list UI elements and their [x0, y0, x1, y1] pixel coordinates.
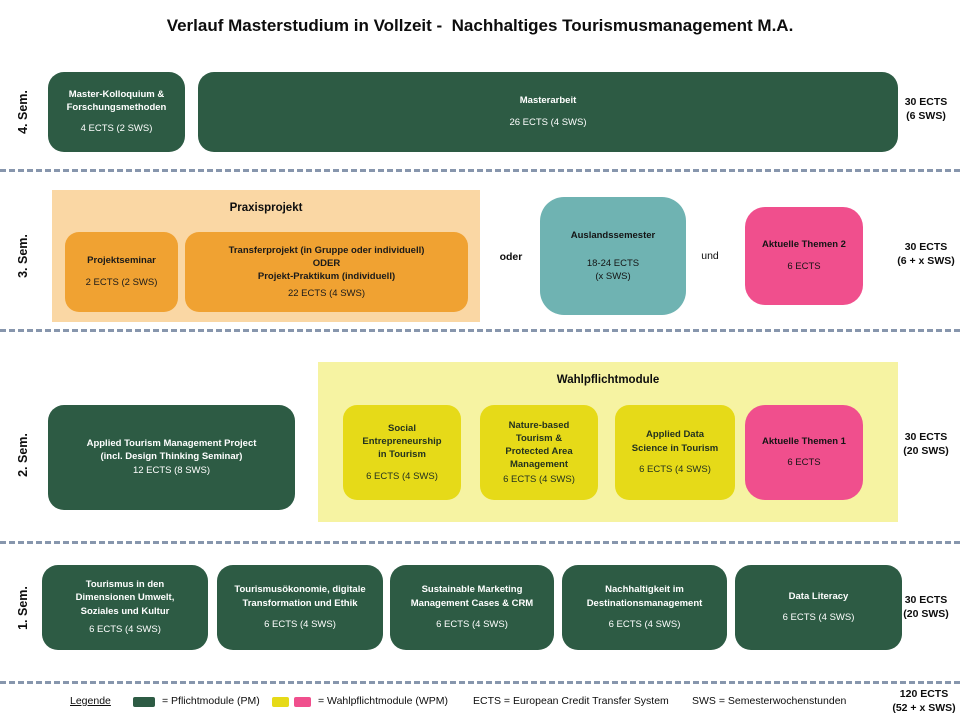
module-ects: 6 ECTS	[787, 260, 821, 272]
module-title: Applied Tourism Management Project (incl…	[86, 437, 257, 463]
connector-und: und	[701, 250, 719, 262]
module-ects: 6 ECTS (4 SWS)	[89, 624, 161, 636]
semester-3-total: 30 ECTS (6 + x SWS)	[897, 241, 955, 268]
semester-label-3: 3. Sem.	[4, 195, 42, 317]
module-box-social-entrepreneurship: Social Entrepreneurship in Tourism 6 ECT…	[343, 405, 461, 500]
module-box-applied-data-science: Applied Data Science in Tourism 6 ECTS (…	[615, 405, 735, 500]
semester-4-total: 30 ECTS (6 SWS)	[904, 96, 948, 123]
module-ects: 26 ECTS (4 SWS)	[509, 116, 587, 128]
module-ects: 18-24 ECTS (x SWS)	[586, 257, 640, 282]
praxisprojekt-group-title: Praxisprojekt	[229, 202, 303, 214]
module-box-aktuelle-themen-2: Aktuelle Themen 2 6 ECTS	[745, 207, 863, 305]
module-title: Masterarbeit	[519, 95, 577, 107]
module-ects: 2 ECTS (2 SWS)	[85, 276, 158, 288]
semester-2-total: 30 ECTS (20 SWS)	[903, 431, 949, 458]
legend-wahlpflichtmodule: = Wahlpflichtmodule (WPM)	[318, 695, 449, 707]
module-box-tourismus-dimensionen: Tourismus in den Dimensionen Umwelt, Soz…	[42, 565, 208, 650]
divider-sem2-sem1	[0, 541, 960, 544]
module-ects: 6 ECTS (4 SWS)	[782, 612, 855, 624]
divider-sem4-sem3	[0, 169, 960, 172]
module-box-applied-tourism-project: Applied Tourism Management Project (incl…	[48, 405, 295, 510]
page-title: Verlauf Masterstudium in Vollzeit - Nach…	[166, 16, 794, 35]
wahlpflicht-pink-swatch	[294, 697, 311, 707]
wahlpflicht-group-title: Wahlpflichtmodule	[556, 374, 660, 386]
module-box-projektseminar: Projektseminar 2 ECTS (2 SWS)	[65, 232, 178, 312]
module-title: Transferprojekt (in Gruppe oder individu…	[228, 244, 425, 283]
divider-sem3-sem2	[0, 329, 960, 332]
module-ects: 12 ECTS (8 SWS)	[132, 465, 211, 477]
module-box-nature-based-tourism: Nature-based Tourism & Protected Area Ma…	[480, 405, 598, 500]
module-ects: 6 ECTS (4 SWS)	[639, 463, 711, 475]
module-box-masterarbeit: Masterarbeit 26 ECTS (4 SWS)	[198, 72, 898, 152]
module-box-tourismusoekonomie: Tourismusökonomie, digitale Transformati…	[217, 565, 383, 650]
semester-label-1: 1. Sem.	[4, 565, 42, 650]
module-title: Nachhaltigkeit im Destinationsmanagement	[586, 584, 703, 609]
divider-legend	[0, 681, 960, 684]
module-title: Projektseminar	[87, 255, 156, 267]
module-box-auslandssemester: Auslandssemester 18-24 ECTS (x SWS)	[540, 197, 686, 315]
pflichtmodule-swatch	[133, 697, 155, 707]
module-ects: 6 ECTS (4 SWS)	[503, 473, 575, 485]
semester-label-4: 4. Sem.	[4, 72, 42, 152]
semester-label-4-text: 4. Sem.	[16, 90, 30, 134]
semester-1-total: 30 ECTS (20 SWS)	[903, 594, 949, 621]
module-title: Sustainable Marketing Management Cases &…	[410, 584, 534, 609]
module-ects: 6 ECTS (4 SWS)	[264, 618, 336, 630]
semester-label-2-text: 2. Sem.	[16, 433, 30, 477]
module-box-master-kolloquium: Master-Kolloquium & Forschungsmethoden 4…	[48, 72, 185, 152]
semester-label-3-text: 3. Sem.	[16, 234, 30, 278]
module-title: Auslandssemester	[570, 229, 656, 241]
module-title: Data Literacy	[788, 590, 849, 602]
module-title: Master-Kolloquium & Forschungsmethoden	[66, 88, 167, 114]
module-ects: 6 ECTS (4 SWS)	[366, 470, 438, 482]
legend-title: Legende	[70, 695, 111, 707]
module-ects: 6 ECTS (4 SWS)	[436, 618, 508, 630]
module-box-sustainable-marketing: Sustainable Marketing Management Cases &…	[390, 565, 554, 650]
module-title: Tourismusökonomie, digitale Transformati…	[234, 584, 366, 609]
module-box-data-literacy: Data Literacy 6 ECTS (4 SWS)	[735, 565, 902, 650]
semester-label-2: 2. Sem.	[4, 400, 42, 510]
module-title: Nature-based Tourism & Protected Area Ma…	[505, 419, 573, 471]
module-ects: 4 ECTS (2 SWS)	[80, 123, 153, 135]
module-ects: 22 ECTS (4 SWS)	[287, 287, 366, 299]
module-title: Social Entrepreneurship in Tourism	[362, 422, 442, 461]
grand-total: 120 ECTS (52 + x SWS)	[892, 688, 956, 715]
module-box-transferprojekt: Transferprojekt (in Gruppe oder individu…	[185, 232, 468, 312]
module-title: Aktuelle Themen 1	[762, 435, 846, 447]
legend-sws-definition: SWS = Semesterwochenstunden	[692, 695, 847, 707]
module-ects: 6 ECTS (4 SWS)	[608, 618, 681, 630]
module-box-nachhaltigkeit-destinationsmanagement: Nachhaltigkeit im Destinationsmanagement…	[562, 565, 727, 650]
module-ects: 6 ECTS	[787, 457, 821, 469]
module-title: Aktuelle Themen 2	[762, 239, 846, 251]
legend-pflichtmodule: = Pflichtmodule (PM)	[162, 695, 260, 707]
wahlpflicht-yellow-swatch	[272, 697, 289, 707]
connector-oder: oder	[499, 251, 523, 263]
module-title: Applied Data Science in Tourism	[631, 429, 719, 454]
semester-label-1-text: 1. Sem.	[16, 585, 30, 630]
legend-ects-definition: ECTS = European Credit Transfer System	[473, 695, 669, 707]
module-title: Tourismus in den Dimensionen Umwelt, Soz…	[75, 579, 175, 617]
module-box-aktuelle-themen-1: Aktuelle Themen 1 6 ECTS	[745, 405, 863, 500]
